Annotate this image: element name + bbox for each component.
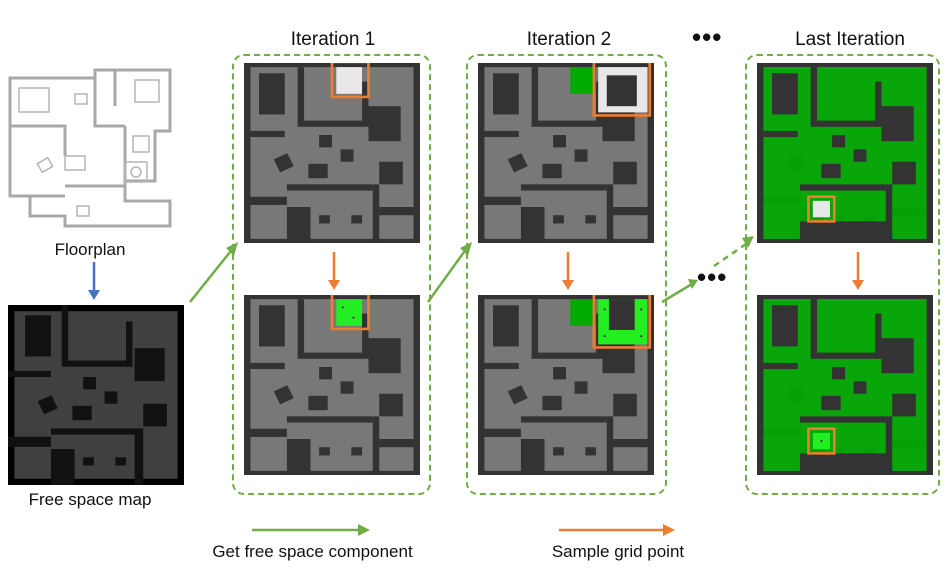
orange-arrow-icon bbox=[328, 252, 340, 290]
blue-arrow-icon bbox=[88, 262, 100, 300]
iteration-1-map-top bbox=[244, 63, 420, 243]
ellipsis-top: ••• bbox=[692, 22, 723, 52]
free-space-map-label: Free space map bbox=[28, 490, 152, 509]
legend-orange-label: Sample grid point bbox=[551, 542, 685, 561]
floorplan-label: Floorplan bbox=[54, 240, 126, 259]
iteration-2-panel bbox=[466, 54, 667, 495]
column-title-last-iteration: Last Iteration bbox=[795, 29, 905, 50]
legend-green-arrow-icon bbox=[252, 524, 370, 536]
floorplan-image bbox=[8, 68, 172, 228]
column-title-iteration-2: Iteration 2 bbox=[526, 29, 612, 50]
free-space-map-image bbox=[8, 305, 184, 485]
legend-green-label: Get free space component bbox=[212, 542, 413, 561]
ellipsis-mid: ••• bbox=[697, 262, 728, 292]
last-iteration-map-bottom bbox=[757, 295, 933, 475]
iteration-2-map-bottom bbox=[478, 295, 654, 475]
last-iteration-map-top bbox=[757, 63, 933, 243]
iteration-1-map-bottom bbox=[244, 295, 420, 475]
last-iteration-panel bbox=[745, 54, 940, 495]
column-title-iteration-1: Iteration 1 bbox=[290, 29, 376, 50]
iteration-1-panel bbox=[232, 54, 431, 495]
green-arrow-icon bbox=[661, 279, 698, 304]
orange-arrow-icon bbox=[852, 252, 864, 290]
orange-arrow-icon bbox=[562, 252, 574, 290]
legend-orange-arrow-icon bbox=[559, 524, 675, 536]
iteration-2-map-top bbox=[478, 63, 654, 243]
